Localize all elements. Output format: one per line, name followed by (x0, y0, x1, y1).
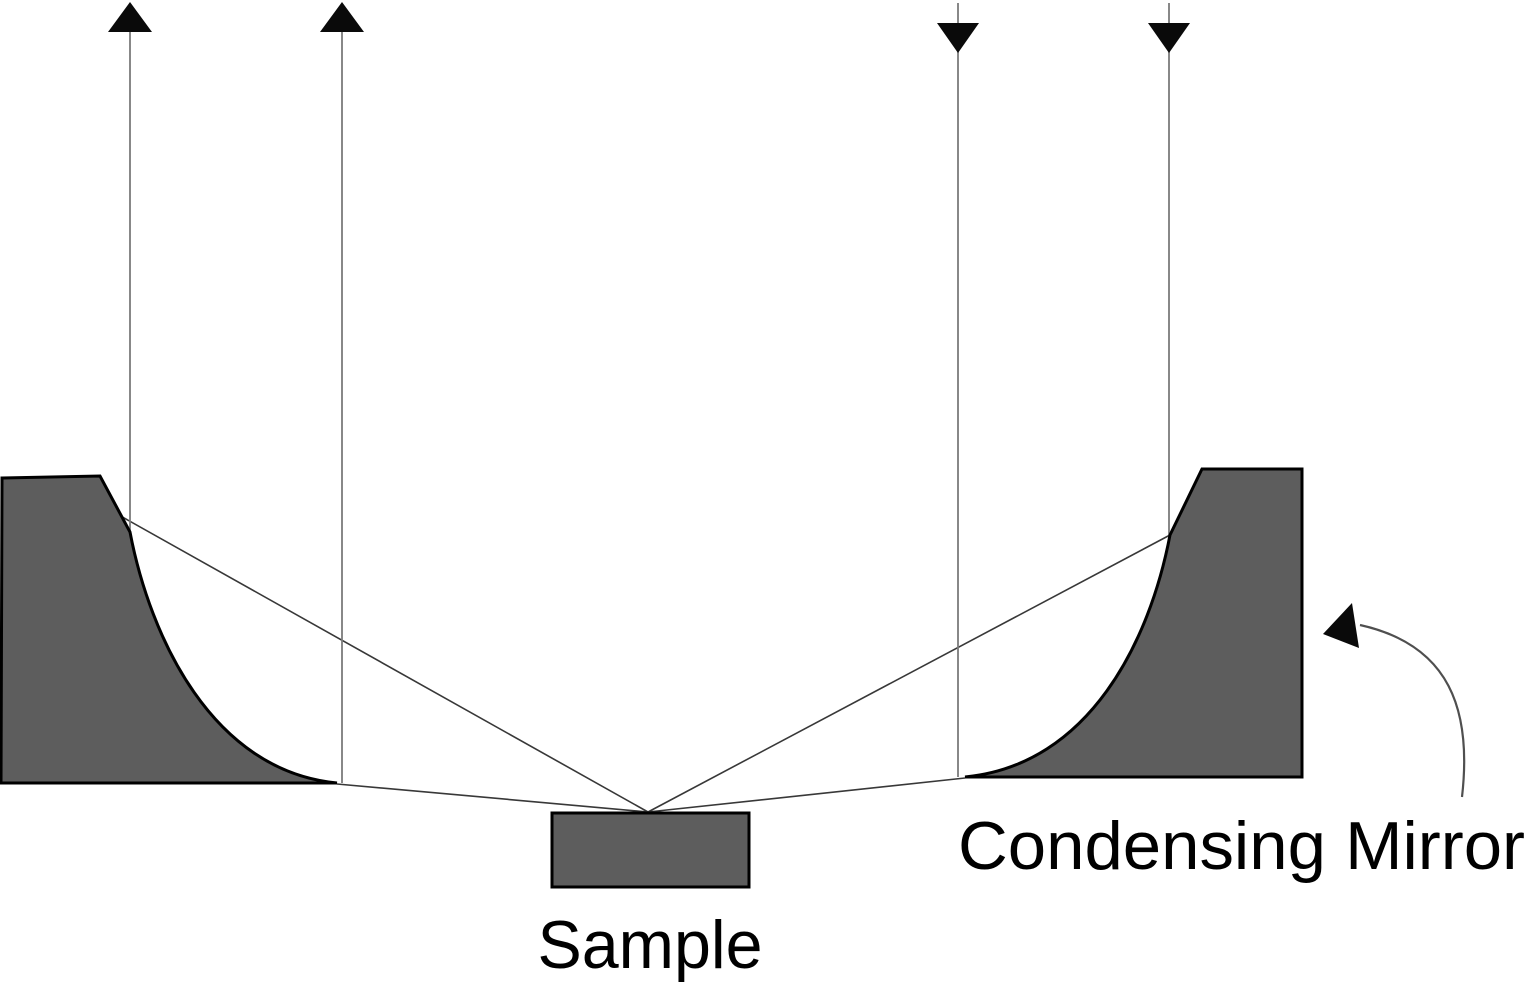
ray-right-lower-diagonal (647, 777, 966, 813)
ray-diagonals (116, 513, 1171, 813)
ray-left-lower-diagonal (336, 783, 649, 813)
down-arrow-icon (937, 23, 979, 53)
sample-rect (550, 811, 751, 889)
up-arrow-icon (108, 2, 152, 32)
curved-arrow-line (1359, 623, 1466, 798)
ray-left-upper-diagonal (116, 513, 649, 813)
up-arrow-icon (320, 2, 364, 32)
ray-right-upper-diagonal (647, 534, 1171, 813)
left-condensing-mirror (0, 474, 338, 785)
condensing-mirror-label: Condensing Mirror (958, 808, 1525, 884)
ray-verticals (129, 3, 1170, 783)
sample-label: Sample (538, 907, 763, 983)
down-arrow-icon (1148, 23, 1190, 53)
right-condensing-mirror (964, 467, 1304, 779)
annotation-arrow (1323, 603, 1466, 798)
curved-arrow-head-icon (1323, 603, 1359, 648)
beam-arrowheads (108, 2, 1190, 53)
